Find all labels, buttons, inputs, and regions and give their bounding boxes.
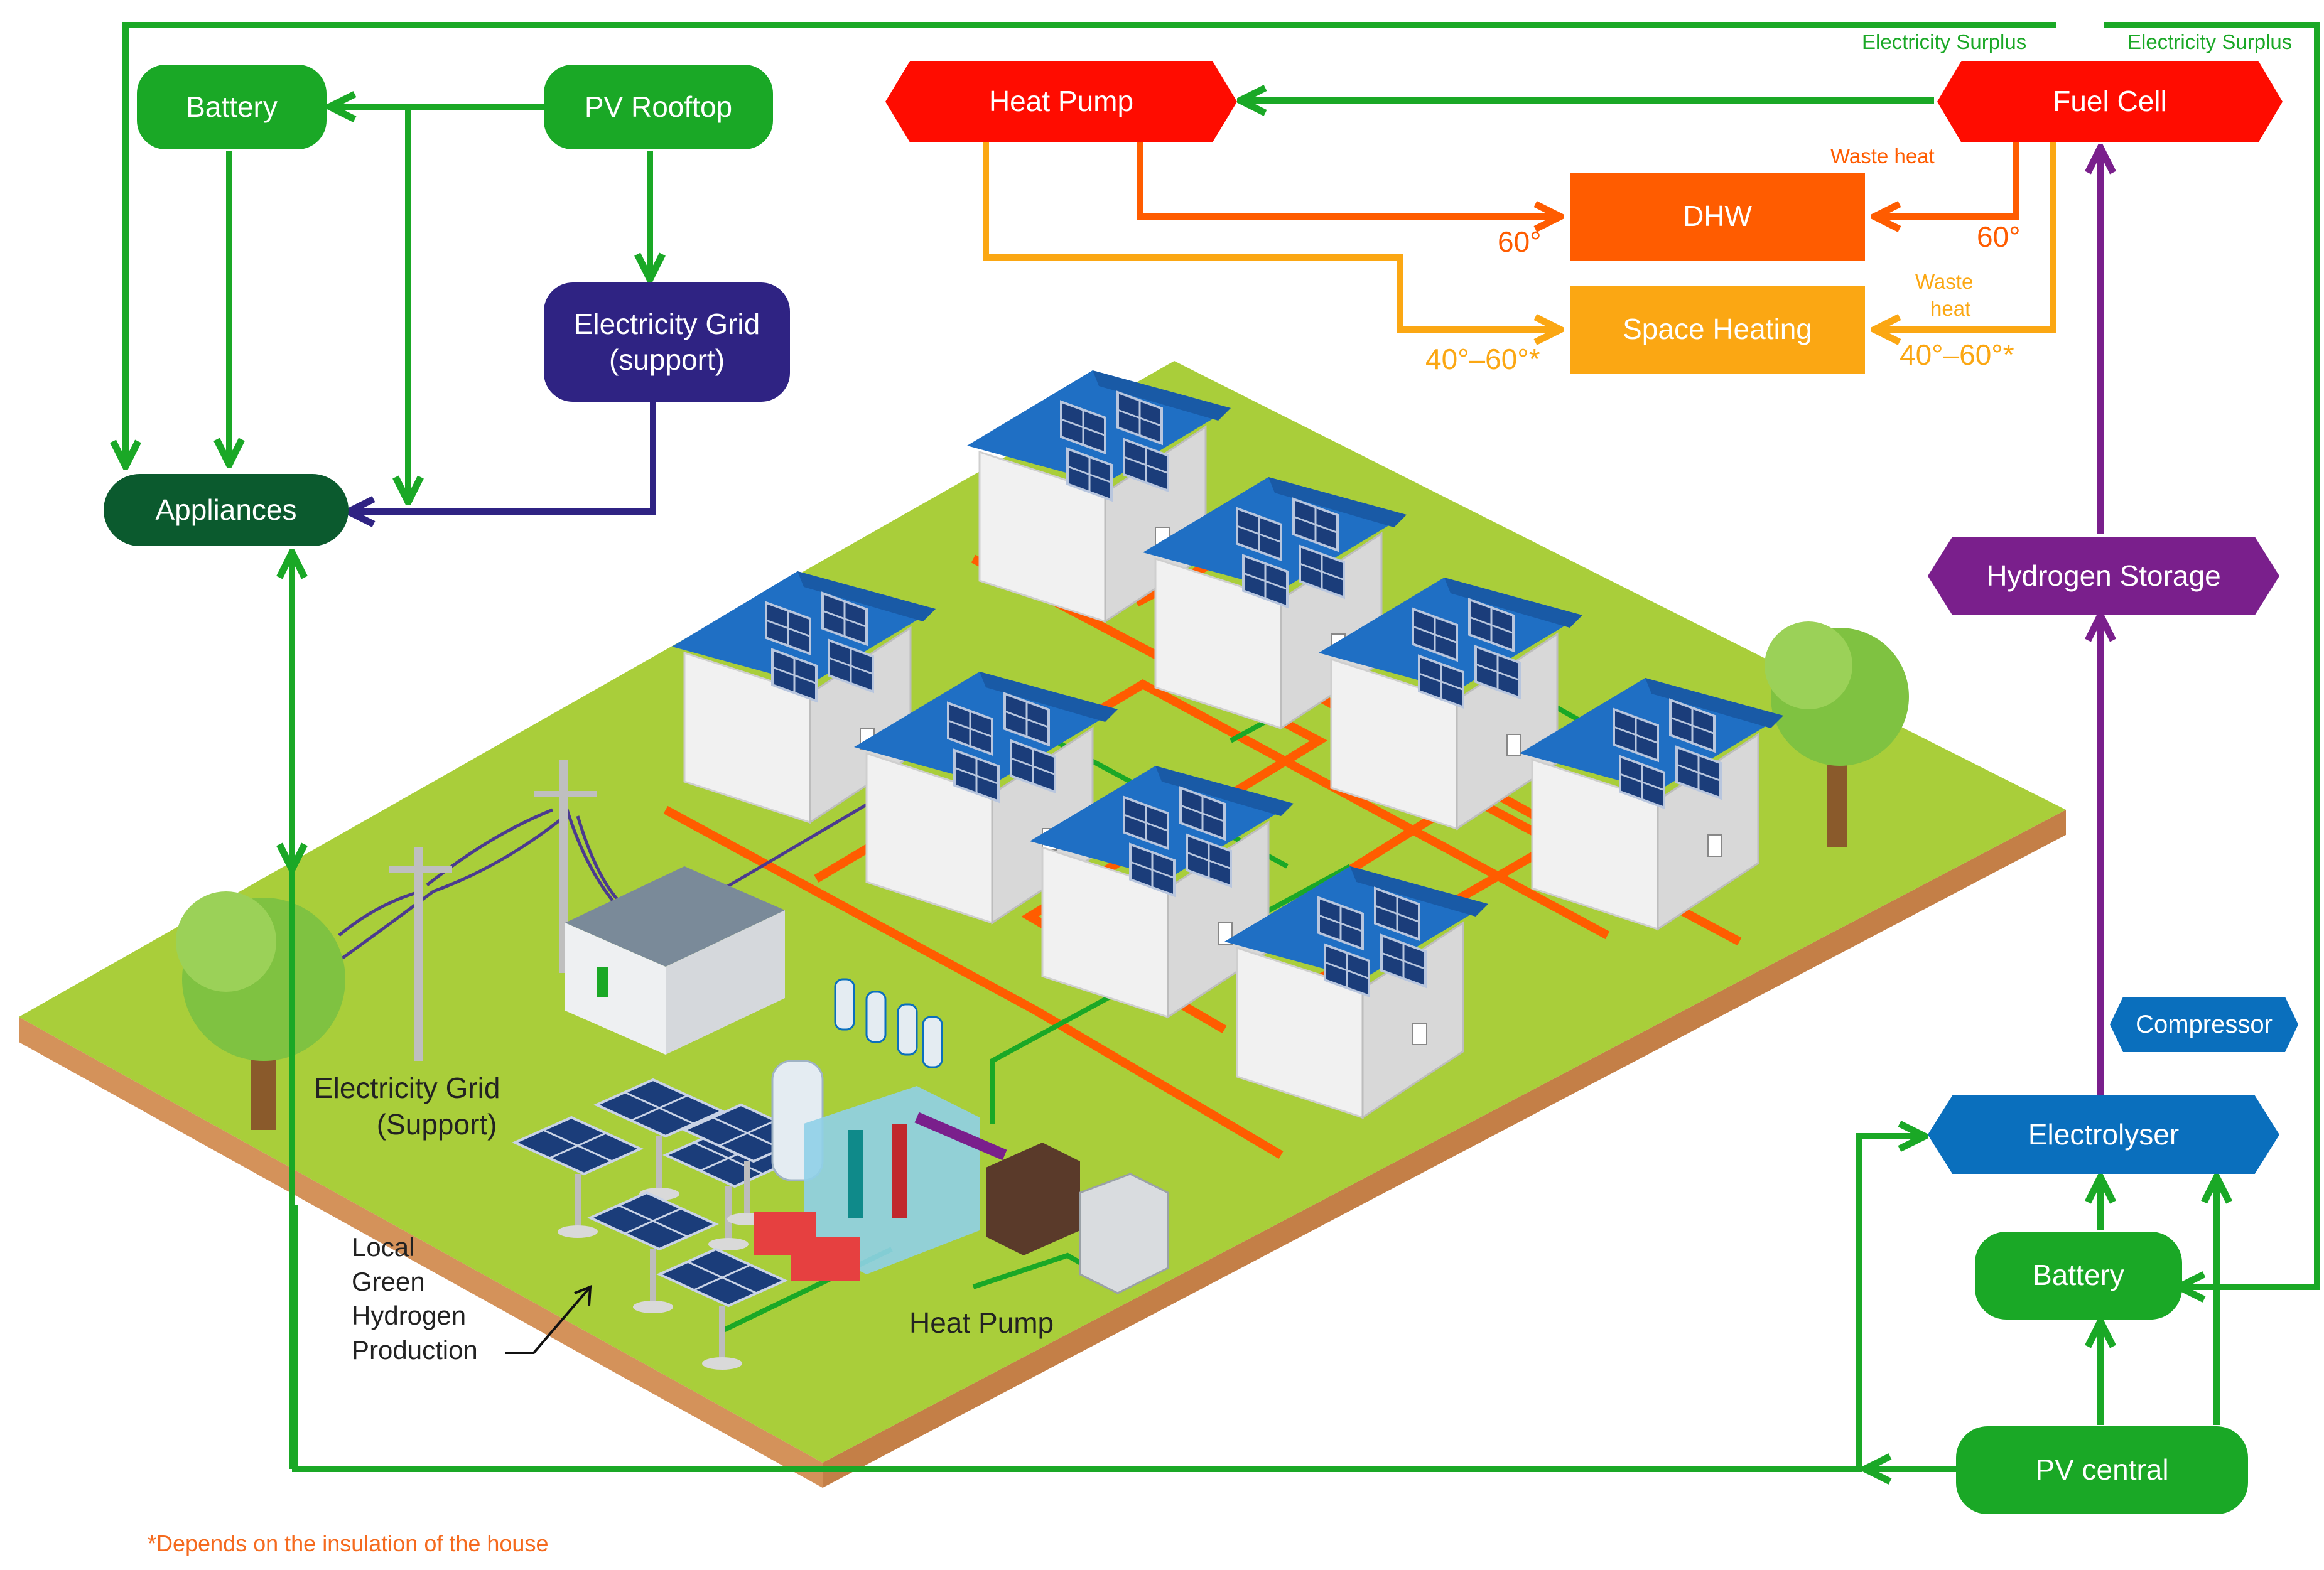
pv-central-node: PV central [1956,1426,2248,1514]
dhw-temp-left: 60° [1498,225,1542,258]
compressor-node: Compressor [2110,997,2298,1052]
trees [176,621,1909,1130]
heat-pump-node-top: Heat Pump [885,61,1237,142]
battery-node-top: Battery [137,65,327,149]
grid-scene-label-line2: (Support) [376,1107,497,1141]
grid-support-line2: (support) [608,343,725,376]
heat-pump-scene-label: Heat Pump [909,1306,1054,1339]
hydrogen-label-line1: Local [352,1232,415,1262]
electrolyser-node: Electrolyser [1928,1095,2279,1174]
footnote: *Depends on the insulation of the house [148,1530,549,1556]
grid-support-line1: Electricity Grid [573,307,760,340]
hydrogen-production-label: Local Green Hydrogen Production [352,1230,478,1367]
substation [565,866,785,1055]
electricity-surplus-label-2: Electricity Surplus [2127,30,2293,53]
hydrogen-label-line3: Hydrogen [352,1301,467,1331]
space-temp-right: 40°–60°* [1900,338,2014,371]
dhw-temp-right: 60° [1977,220,2021,253]
grid-scene-label-line1: Electricity Grid [314,1072,500,1104]
hydrogen-production-plant [514,978,1169,1371]
hydrogen-storage-node: Hydrogen Storage [1928,537,2279,615]
hydrogen-label-line2: Green [352,1266,425,1296]
waste-heat-label-2-line1: Waste [1915,270,1974,293]
battery-node-bottom: Battery [1975,1232,2182,1320]
grid-scene-label: Electricity Grid (Support) [314,1070,500,1143]
dhw-node: DHW [1570,173,1865,261]
appliances-node: Appliances [104,474,349,546]
amber-connectors [983,141,2056,330]
orange-connectors [1137,141,2019,217]
space-heating-node: Space Heating [1570,286,1865,374]
waste-heat-label-1: Waste heat [1830,144,1935,168]
green-connectors [126,22,2320,1469]
electricity-surplus-label-1: Electricity Surplus [1862,30,2027,53]
navy-connector [352,402,656,512]
waste-heat-label-2-line2: heat [1930,296,1971,320]
space-temp-left: 40°–60°* [1425,343,1540,375]
utility-poles [389,760,597,1061]
fuel-cell-node: Fuel Cell [1937,61,2283,142]
hydrogen-label-line4: Production [352,1335,478,1365]
electricity-grid-support-node: Electricity Grid (support) [544,282,790,402]
pv-rooftop-node: PV Rooftop [544,65,773,149]
waste-heat-label-2: Waste heat [1915,269,1973,323]
